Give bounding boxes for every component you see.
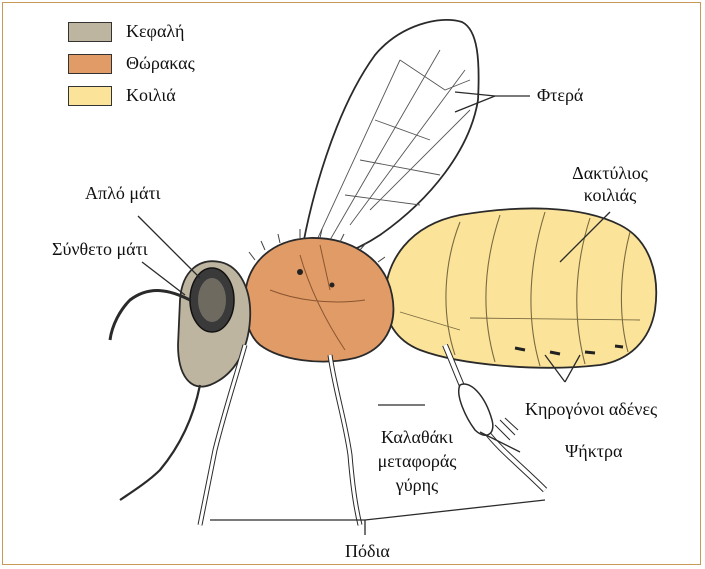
label-compound-eye: Σύνθετο μάτι: [52, 238, 148, 260]
label-pollen-basket-line3: γύρης: [372, 474, 462, 496]
label-pollen-basket-line1: Καλαθάκι: [372, 426, 462, 448]
mouthparts: [120, 385, 200, 500]
label-simple-eye: Απλό μάτι: [85, 182, 160, 204]
thorax: [245, 238, 393, 362]
label-legs: Πόδια: [345, 540, 390, 562]
comb: [495, 418, 518, 440]
label-abdominal-ring-line1: Δακτύλιος: [560, 162, 660, 184]
label-abdominal-ring-line2: κοιλιάς: [560, 184, 660, 206]
pollen-basket: [459, 384, 493, 435]
label-comb: Ψήκτρα: [565, 440, 622, 462]
abdomen: [385, 208, 656, 367]
label-pollen-basket-line2: μεταφοράς: [372, 450, 462, 472]
label-wings: Φτερά: [537, 84, 583, 106]
label-wax-glands: Κηρογόνοι αδένες: [525, 398, 657, 420]
